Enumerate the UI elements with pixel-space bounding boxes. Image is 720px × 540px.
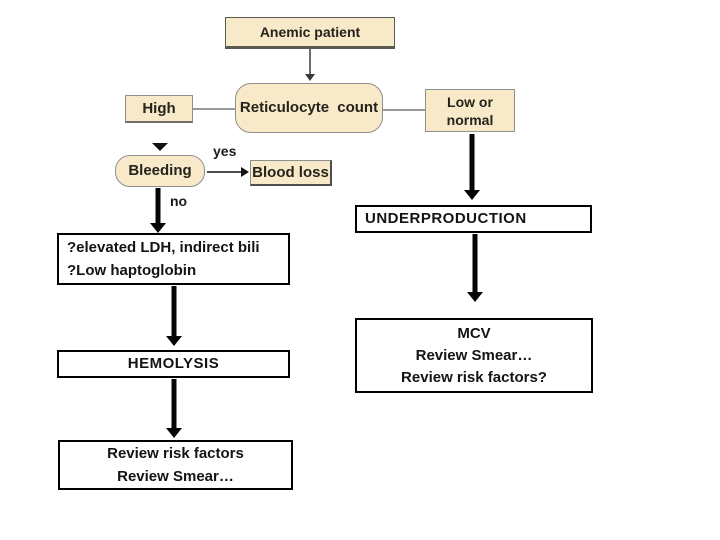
edge-label-yes: yes <box>213 143 237 159</box>
node-blood-loss-label: Blood loss <box>252 163 329 181</box>
node-anemic-patient: Anemic patient <box>225 17 395 49</box>
edge-ldh-to-hemolysis-arrowhead <box>166 336 182 346</box>
node-mcv: MCV Review Smear… Review risk factors? <box>355 318 593 393</box>
edge-anemic-to-retic-arrowhead <box>305 74 315 81</box>
node-high-label: High <box>142 99 176 117</box>
node-mcv-line3: Review risk factors? <box>401 368 547 386</box>
node-hemolysis: HEMOLYSIS <box>57 350 290 378</box>
node-hemolysis-label: HEMOLYSIS <box>127 355 220 373</box>
node-low-or-normal-line1: Low or <box>447 93 493 110</box>
node-high: High <box>125 95 193 123</box>
node-ldh-line2: ?Low haptoglobin <box>67 262 197 279</box>
edge-bleeding-to-bloodloss-arrowhead <box>241 167 249 177</box>
edge-lownormal-to-underproduction-arrowhead <box>464 190 480 200</box>
node-reticulocyte-count: Reticulocyte count <box>235 83 383 133</box>
node-mcv-line1: MCV <box>457 324 491 342</box>
node-low-or-normal: Low or normal <box>425 89 515 132</box>
node-reticulocyte-count-label: Reticulocyte count <box>239 99 379 117</box>
node-blood-loss: Blood loss <box>250 160 332 186</box>
edge-underproduction-to-mcv-arrowhead <box>467 292 483 302</box>
edge-high-to-bleeding-arrowhead <box>152 143 168 151</box>
edge-hemolysis-to-review-arrowhead <box>166 428 182 438</box>
node-low-or-normal-line2: normal <box>446 111 494 128</box>
edge-label-no: no <box>170 193 188 209</box>
node-underproduction-label: UNDERPRODUCTION <box>365 210 527 228</box>
node-ldh-haptoglobin: ?elevated LDH, indirect bili ?Low haptog… <box>57 233 290 285</box>
edge-bleeding-to-ldh-arrowhead <box>150 223 166 233</box>
node-review-risk-factors: Review risk factors Review Smear… <box>58 440 293 490</box>
node-bleeding-label: Bleeding <box>128 162 192 180</box>
node-review-line1: Review risk factors <box>107 445 244 462</box>
node-ldh-line1: ?elevated LDH, indirect bili <box>67 239 260 256</box>
node-underproduction: UNDERPRODUCTION <box>355 205 592 233</box>
node-bleeding: Bleeding <box>115 155 205 187</box>
node-anemic-patient-label: Anemic patient <box>259 23 361 40</box>
node-mcv-line2: Review Smear… <box>415 346 533 364</box>
node-review-line2: Review Smear… <box>117 468 234 485</box>
